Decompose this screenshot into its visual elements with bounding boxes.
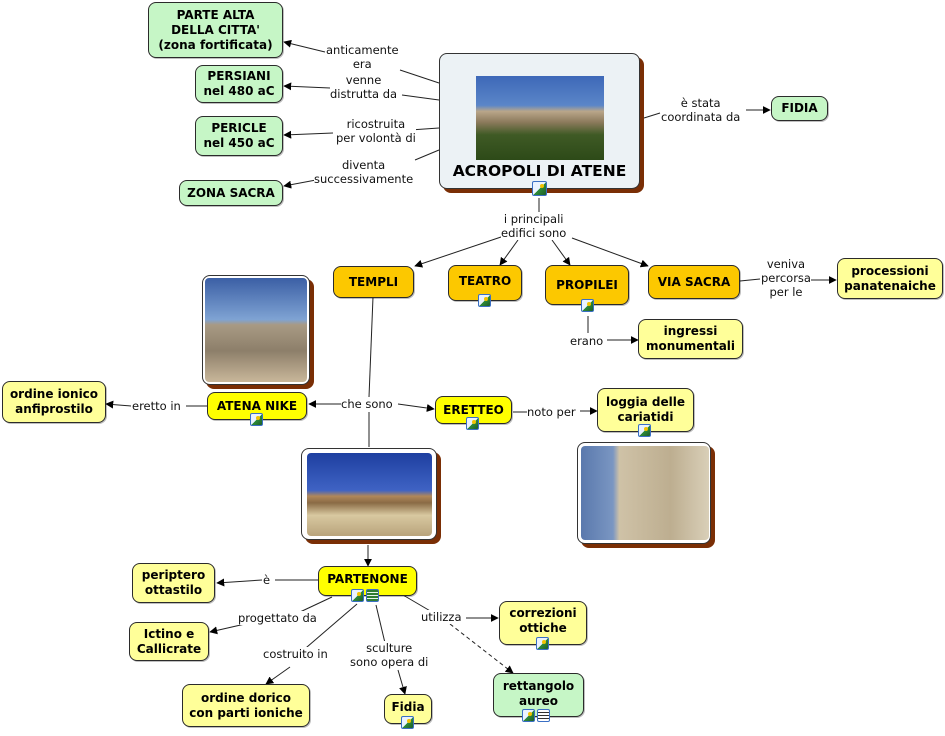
link-sculture: sculture sono opera di	[350, 641, 429, 669]
node-processioni[interactable]: processioni panatenaiche	[837, 258, 943, 299]
link-anticamente: anticamente era	[326, 43, 399, 71]
node-ictino[interactable]: Ictino e Callicrate	[129, 622, 209, 661]
link-coordinata: è stata coordinata da	[661, 96, 741, 124]
node-ingressi[interactable]: ingressi monumentali	[638, 319, 743, 359]
link-progettato: progettato da	[238, 611, 317, 625]
central-node-title: ACROPOLI DI ATENE	[452, 162, 627, 180]
cariatidi-photo-frame[interactable]	[577, 442, 711, 544]
partenone-photo	[307, 453, 432, 536]
node-templi[interactable]: TEMPLI	[333, 266, 414, 298]
node-zona-sacra[interactable]: ZONA SACRA	[179, 180, 283, 206]
node-ordine-ionico[interactable]: ordine ionico anfiprostilo	[2, 381, 106, 423]
node-propilei[interactable]: PROPILEI	[545, 265, 629, 305]
central-icons	[531, 181, 548, 196]
link-diventa: diventa successivamente	[314, 158, 414, 186]
atena-nike-photo	[205, 278, 307, 382]
node-ordine-dorico[interactable]: ordine dorico con parti ioniche	[182, 684, 310, 727]
partenone-photo-frame[interactable]	[301, 448, 437, 540]
link-veniva: veniva percorsa per le	[761, 257, 811, 299]
link-che-sono: che sono	[341, 397, 393, 411]
link-costruito: costruito in	[263, 647, 328, 661]
node-pericle[interactable]: PERICLE nel 450 aC	[195, 116, 283, 156]
image-icon[interactable]	[536, 637, 549, 650]
image-icon[interactable]	[532, 181, 547, 196]
image-icon[interactable]	[351, 589, 364, 602]
image-icon[interactable]	[522, 709, 535, 722]
node-fidia-top[interactable]: FIDIA	[771, 96, 828, 121]
link-principali: i principali edifici sono	[501, 212, 567, 240]
link-eretto: eretto in	[132, 399, 181, 413]
acropolis-photo	[476, 76, 604, 160]
link-erano: erano	[570, 334, 604, 348]
node-persiani[interactable]: PERSIANI nel 480 aC	[195, 65, 283, 103]
central-node-acropoli[interactable]: ACROPOLI DI ATENE	[439, 53, 640, 189]
node-fidia[interactable]: Fidia	[384, 694, 432, 724]
link-noto-per: noto per	[527, 405, 576, 419]
cariatidi-photo	[581, 446, 709, 540]
rettangolo-icons	[521, 709, 551, 722]
link-utilizza: utilizza	[421, 610, 462, 624]
node-parte-alta[interactable]: PARTE ALTA DELLA CITTA' (zona fortificat…	[148, 2, 283, 58]
film-icon[interactable]	[366, 589, 379, 602]
node-partenone[interactable]: PARTENONE	[318, 566, 417, 596]
image-icon[interactable]	[638, 424, 651, 437]
link-e: è	[263, 573, 271, 587]
link-ricostruita: ricostruita per volontà di	[336, 117, 416, 145]
node-periptero[interactable]: periptero ottastilo	[132, 563, 215, 603]
image-icon[interactable]	[478, 294, 491, 307]
partenone-icons	[350, 589, 380, 602]
link-venne: venne distrutta da	[330, 73, 398, 101]
document-icon[interactable]	[537, 709, 550, 722]
image-icon[interactable]	[250, 413, 263, 426]
atena-nike-photo-frame[interactable]	[202, 275, 310, 385]
image-icon[interactable]	[466, 417, 479, 430]
image-icon[interactable]	[401, 716, 414, 729]
image-icon[interactable]	[581, 299, 594, 312]
node-via-sacra[interactable]: VIA SACRA	[648, 265, 740, 299]
